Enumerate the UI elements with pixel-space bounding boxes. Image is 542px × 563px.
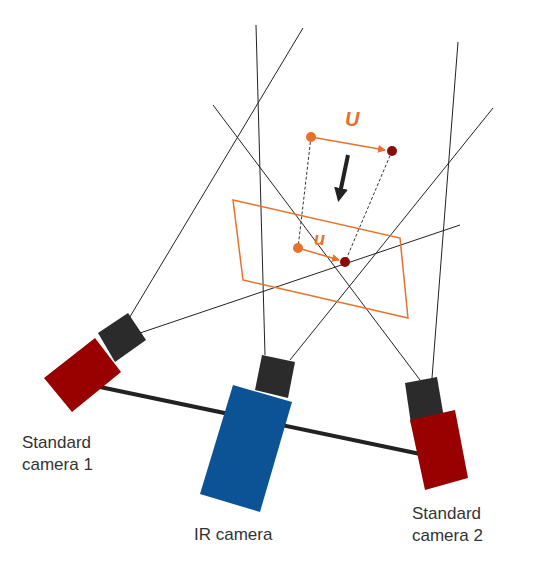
motion-vector [311, 137, 385, 150]
camera-body [200, 385, 292, 512]
projection-line [298, 137, 311, 248]
view-rays [128, 25, 493, 380]
point [340, 257, 350, 267]
vector-symbol: U [345, 108, 359, 130]
point [306, 132, 316, 142]
camera-body [44, 338, 121, 412]
point [293, 243, 303, 253]
vector-symbol: u [314, 228, 325, 250]
camera-body [410, 410, 468, 490]
motion-vector [298, 248, 339, 260]
projection-line [345, 151, 392, 262]
camera-label: Standard camera 2 [412, 503, 496, 547]
camera-label: IR camera [194, 524, 272, 546]
camera-label: Standard camera 1 [22, 432, 106, 476]
point [387, 146, 397, 156]
projection-arrow [339, 155, 348, 198]
image-plane [233, 200, 408, 318]
lens [255, 355, 295, 398]
